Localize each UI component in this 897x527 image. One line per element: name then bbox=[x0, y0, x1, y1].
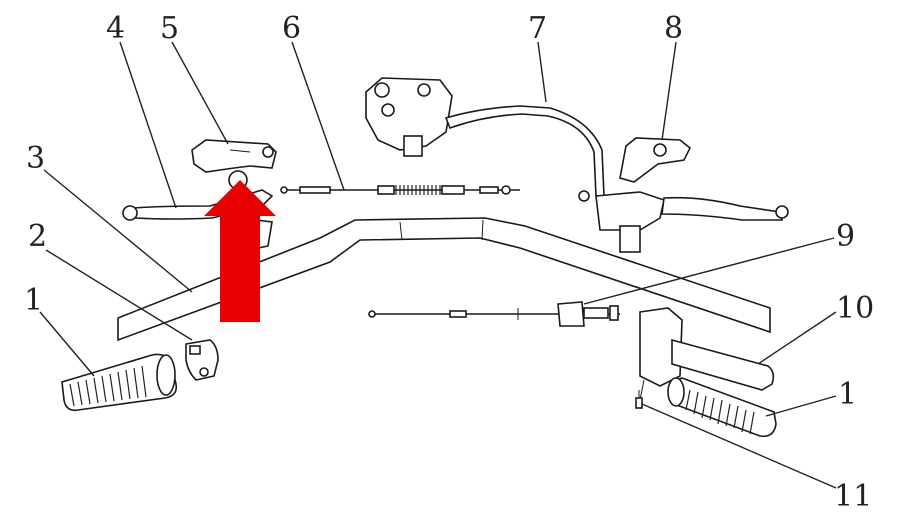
callout-5: 5 bbox=[160, 11, 179, 46]
small-screw-part bbox=[635, 390, 643, 409]
red-highlight-arrow bbox=[204, 180, 276, 322]
left-grip-part bbox=[61, 353, 178, 412]
callout-1-left: 1 bbox=[24, 283, 43, 318]
callout-11: 11 bbox=[834, 479, 872, 514]
throttle-assembly-part bbox=[639, 307, 775, 401]
callout-6: 6 bbox=[282, 11, 301, 46]
callout-2: 2 bbox=[28, 219, 47, 254]
callout-3: 3 bbox=[26, 141, 45, 176]
leader-lines bbox=[39, 41, 837, 489]
callout-9: 9 bbox=[836, 219, 855, 254]
clutch-cable-part bbox=[280, 185, 520, 195]
callout-8: 8 bbox=[664, 11, 683, 46]
left-switch-part bbox=[185, 339, 219, 381]
callout-10: 10 bbox=[836, 291, 874, 326]
callout-1-right: 1 bbox=[838, 377, 857, 412]
brake-caliper-hose-part bbox=[365, 77, 605, 197]
callout-7: 7 bbox=[528, 11, 547, 46]
right-grip-part bbox=[667, 377, 777, 438]
throttle-cable-part bbox=[368, 301, 620, 327]
callout-4: 4 bbox=[106, 11, 125, 46]
right-master-cylinder-part bbox=[578, 190, 789, 253]
right-lever-cover-part bbox=[619, 137, 692, 183]
left-lever-cover-part bbox=[191, 139, 277, 190]
